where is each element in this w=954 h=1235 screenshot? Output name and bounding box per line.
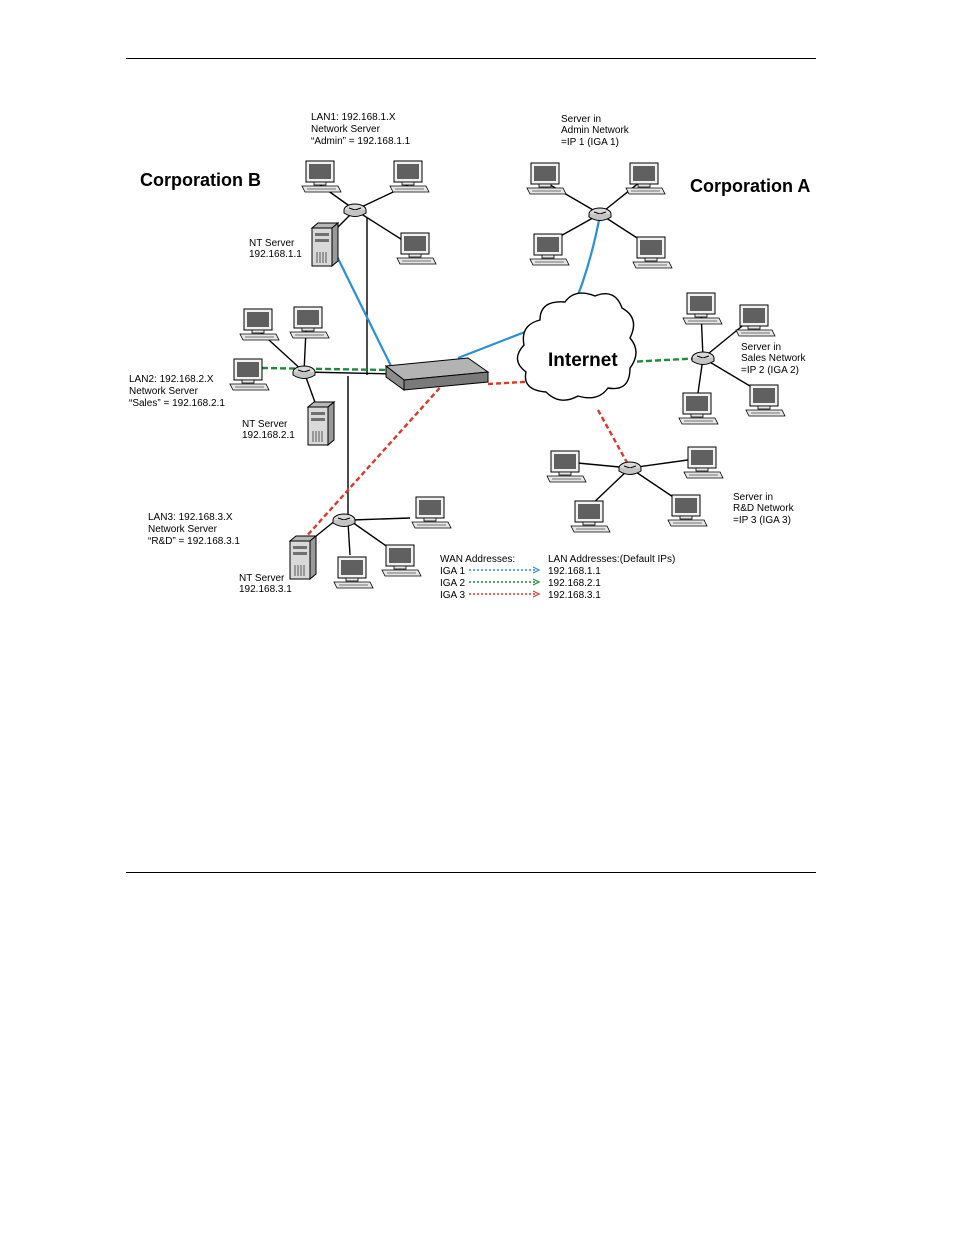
computer-icon (570, 500, 611, 533)
lan2-server-label: Network Server (129, 386, 199, 397)
iga2-links (261, 356, 704, 372)
rd-hub-icon (618, 461, 642, 475)
computer-icon (735, 304, 776, 337)
lan1-label: LAN1: 192.168.1.X (311, 112, 396, 123)
internet-label: Internet (548, 350, 618, 371)
nt-server-3-label: NT Server (239, 573, 285, 584)
sales-server-label-1: Server in (741, 342, 781, 353)
computer-icon (678, 392, 719, 425)
lan1-server-ip: “Admin” = 192.168.1.1 (311, 136, 411, 147)
computer-icon (301, 160, 342, 193)
rd-server-label-2: R&D Network (733, 503, 795, 514)
nt-server-lan1-icon (311, 222, 339, 267)
corporation-a-title: Corporation A (690, 176, 810, 196)
router-device (384, 357, 490, 391)
legend-wan-iga2: IGA 2 (440, 578, 465, 589)
computer-icon (396, 232, 437, 265)
nt-server-lan3-icon (289, 535, 317, 580)
legend-iga3-arrow-icon (532, 590, 541, 598)
nt-server-1-label: NT Server (249, 238, 295, 249)
admin-hub-icon (588, 207, 612, 221)
network-diagram: Corporation B Corporation A Internet LAN… (129, 112, 810, 601)
lan3-label: LAN3: 192.168.3.X (148, 512, 233, 523)
legend-lan-iga3: 192.168.3.1 (548, 590, 601, 601)
legend-wan-iga1: IGA 1 (440, 566, 465, 577)
nt-server-2-label: NT Server (242, 419, 288, 430)
computer-icon (381, 544, 422, 577)
computer-icon (289, 306, 330, 339)
computer-icon (526, 162, 567, 195)
nt-server-2-ip: 192.168.2.1 (242, 430, 295, 441)
lan3-hub-icon (332, 513, 356, 527)
legend-wan-header: WAN Addresses: (440, 554, 515, 565)
computer-icon (625, 162, 666, 195)
computer-icon (229, 358, 270, 391)
lan2-server-ip: “Sales” = 192.168.2.1 (129, 398, 225, 409)
computer-icon (411, 496, 452, 529)
legend-lan-iga2: 192.168.2.1 (548, 578, 601, 589)
rd-server-label-3: =IP 3 (IGA 3) (733, 515, 791, 526)
rd-server-label-1: Server in (733, 492, 773, 503)
legend-lan-iga1: 192.168.1.1 (548, 566, 601, 577)
admin-server-label-3: =IP 1 (IGA 1) (561, 137, 619, 148)
computer-icon (745, 384, 786, 417)
nt-server-1-ip: 192.168.1.1 (249, 249, 302, 260)
legend-iga2-arrow-icon (532, 578, 541, 586)
lan2-hub-icon (292, 365, 316, 379)
computer-icon (632, 236, 673, 269)
legend-lan-header: LAN Addresses:(Default IPs) (548, 554, 675, 565)
lan3-server-label: Network Server (148, 524, 218, 535)
internet-cloud-icon (516, 292, 637, 401)
nt-server-lan2-icon (307, 401, 335, 446)
lan1-hub-icon (343, 203, 367, 217)
sales-server-label-3: =IP 2 (IGA 2) (741, 365, 799, 376)
admin-server-label-1: Server in (561, 114, 601, 125)
computer-icon (683, 446, 724, 479)
computer-icon (333, 556, 374, 589)
address-legend: WAN Addresses: LAN Addresses:(Default IP… (440, 554, 675, 601)
sales-server-label-2: Sales Network (741, 353, 806, 364)
computer-icon (667, 494, 708, 527)
footer-rule (126, 872, 816, 873)
lan3-server-ip: “R&D” = 192.168.3.1 (148, 536, 240, 547)
computer-icon (529, 233, 570, 266)
computer-icon (682, 292, 723, 325)
computer-icon (239, 308, 280, 341)
computer-icon (546, 450, 587, 483)
legend-iga1-arrow-icon (532, 566, 541, 574)
header-rule (126, 58, 816, 59)
nt-server-3-ip: 192.168.3.1 (239, 584, 292, 595)
lan1-server-label: Network Server (311, 124, 381, 135)
sales-hub-icon (691, 351, 715, 365)
admin-server-label-2: Admin Network (561, 125, 630, 136)
corporation-b-title: Corporation B (140, 170, 261, 190)
computer-icon (389, 160, 430, 193)
lan2-label: LAN2: 192.168.2.X (129, 374, 214, 385)
legend-wan-iga3: IGA 3 (440, 590, 465, 601)
